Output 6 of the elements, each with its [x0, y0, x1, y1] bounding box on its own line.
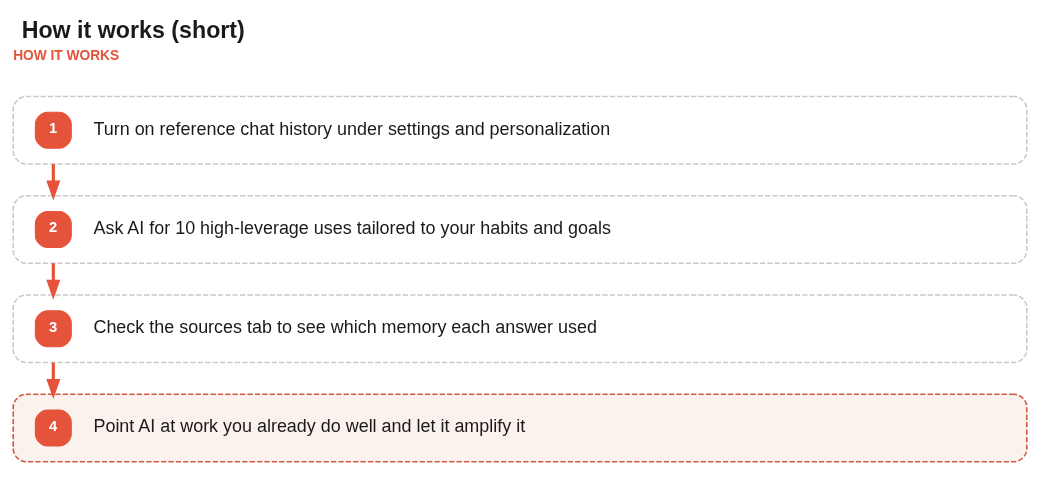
node-box: 4 Point AI at work you already do well and let it amplify it — [12, 393, 1028, 463]
node-box: 2 Ask AI for 10 high-leverage uses tailored to your habits and goals — [12, 194, 1028, 265]
diagram-title: How it works (short) — [21, 16, 245, 43]
label: HOW IT WORKS — [13, 47, 120, 63]
node-box: 1 Turn on reference chat history under settings and personalization — [12, 95, 1028, 165]
node-box: 3 Check the sources tab to see which memory each answer used — [12, 294, 1028, 364]
